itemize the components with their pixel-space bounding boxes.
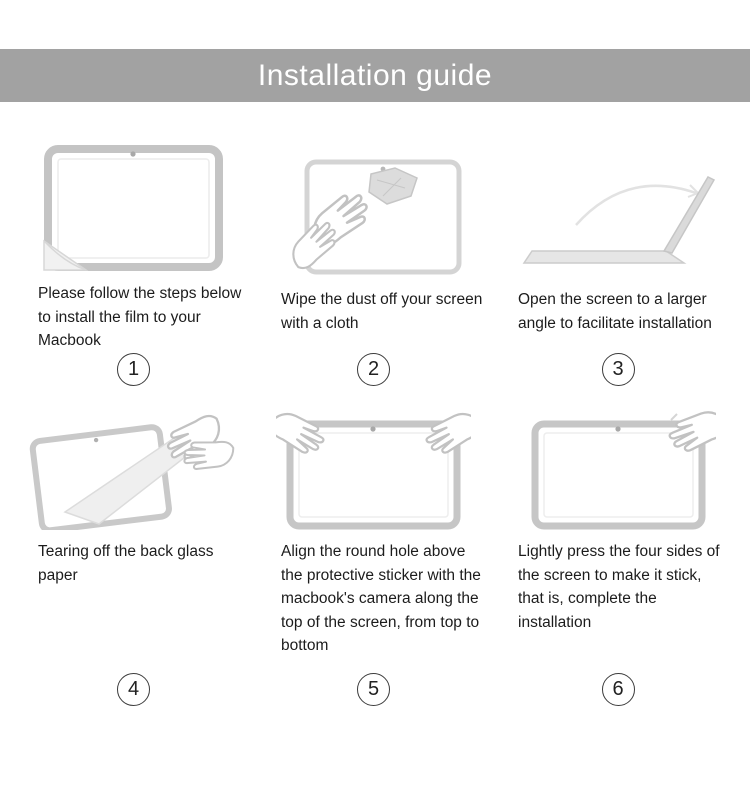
step-number-badge: 1 <box>117 353 150 386</box>
step-caption: Lightly press the four sides of the scre… <box>518 543 720 631</box>
step-number-wrap: 2 <box>259 353 488 400</box>
macbook-screen-film-icon <box>43 145 223 272</box>
step-number-wrap: 1 <box>16 353 251 400</box>
step-6: Lightly press the four sides of the scre… <box>492 400 744 720</box>
step-3-illustration <box>496 128 740 278</box>
step-number-wrap: 5 <box>259 673 488 720</box>
peel-back-paper-icon <box>29 411 235 530</box>
step-number-badge: 6 <box>601 673 635 706</box>
step-number-wrap: 3 <box>496 353 740 400</box>
open-laptop-icon <box>522 176 716 264</box>
step-4: Tearing off the back glass paper 4 <box>12 400 255 720</box>
step-caption: Please follow the steps below to install… <box>38 285 242 350</box>
step-2: Wipe the dust off your screen with a clo… <box>255 128 492 400</box>
step-caption: Tearing off the back glass paper <box>38 543 214 584</box>
step-number-badge: 3 <box>601 353 635 386</box>
step-caption: Wipe the dust off your screen with a clo… <box>281 291 483 332</box>
step-number-wrap: 4 <box>16 673 251 720</box>
step-number-wrap: 6 <box>496 673 740 720</box>
step-number-badge: 4 <box>117 673 150 706</box>
step-1: Please follow the steps below to install… <box>12 128 255 400</box>
step-number-badge: 5 <box>357 673 390 706</box>
wipe-cloth-icon <box>282 159 461 275</box>
align-camera-icon <box>276 401 471 530</box>
step-caption: Open the screen to a larger angle to fac… <box>518 291 712 332</box>
header-banner: Installation guide <box>0 49 750 102</box>
step-3: Open the screen to a larger angle to fac… <box>492 128 744 400</box>
step-6-illustration <box>496 400 740 530</box>
step-4-illustration <box>16 400 251 530</box>
page-title: Installation guide <box>257 58 493 92</box>
step-2-illustration <box>259 128 488 278</box>
step-5: Align the round hole above the protectiv… <box>255 400 492 720</box>
step-5-illustration <box>259 400 488 530</box>
steps-grid: Please follow the steps below to install… <box>0 102 750 720</box>
step-caption: Align the round hole above the protectiv… <box>281 543 481 655</box>
press-sides-icon <box>531 400 716 530</box>
step-number-badge: 2 <box>357 353 390 386</box>
step-1-illustration <box>16 128 251 272</box>
